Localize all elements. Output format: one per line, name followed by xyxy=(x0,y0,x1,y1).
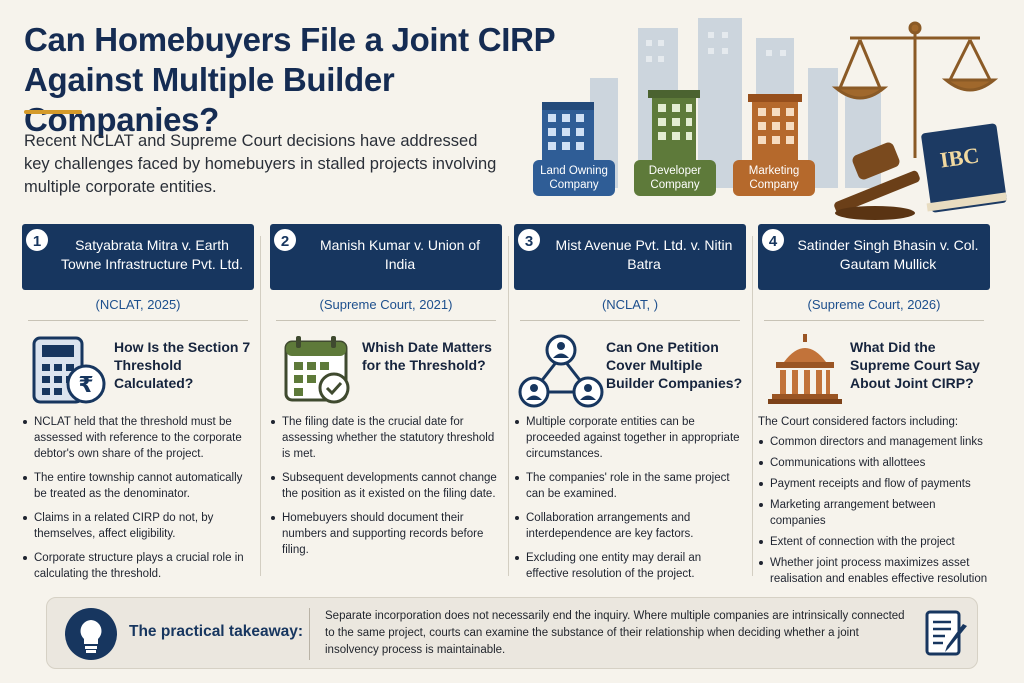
ibc-book-label: IBC xyxy=(938,142,981,173)
case-points: Multiple corporate entities can be proce… xyxy=(514,414,746,590)
network-people-icon xyxy=(518,334,604,408)
list-item: Common directors and management links xyxy=(758,434,990,450)
case-citation: (NCLAT, ) xyxy=(601,297,659,312)
case-column-1: 1 Satyabrata Mitra v. Earth Towne Infras… xyxy=(22,224,254,584)
list-item: Communications with allottees xyxy=(758,455,990,471)
case-column-4: 4 Satinder Singh Bhasin v. Col. Gautam M… xyxy=(758,224,990,585)
list-item: Whether joint process maximizes asset re… xyxy=(758,555,990,587)
list-item: Multiple corporate entities can be proce… xyxy=(514,414,746,462)
list-item: Claims in a related CIRP do not, by them… xyxy=(22,510,254,542)
list-item: The entire township cannot automatically… xyxy=(22,470,254,502)
case-points: Common directors and management links Co… xyxy=(758,434,990,592)
case-header: 2 Manish Kumar v. Union of India xyxy=(270,224,502,290)
list-item: Collaboration arrangements and interdepe… xyxy=(514,510,746,542)
case-points: NCLAT held that the threshold must be as… xyxy=(22,414,254,590)
case-number-badge: 1 xyxy=(24,227,50,253)
case-citation: (Supreme Court, 2026) xyxy=(807,297,941,312)
takeaway-banner: The practical takeaway: Separate incorpo… xyxy=(46,597,978,669)
column-divider xyxy=(260,236,261,576)
title-underline xyxy=(24,110,82,114)
case-points: The filing date is the crucial date for … xyxy=(270,414,502,566)
land-owning-company-label: Land Owning Company xyxy=(533,160,615,196)
list-item: Extent of connection with the project xyxy=(758,534,990,550)
case-column-2: 2 Manish Kumar v. Union of India (Suprem… xyxy=(270,224,502,584)
lightbulb-icon xyxy=(65,608,117,660)
divider-line xyxy=(28,320,248,321)
case-header: 1 Satyabrata Mitra v. Earth Towne Infras… xyxy=(22,224,254,290)
case-number-badge: 2 xyxy=(272,227,298,253)
takeaway-label: The practical takeaway: xyxy=(129,623,304,640)
divider-line xyxy=(520,320,740,321)
gavel-icon xyxy=(834,142,920,220)
calendar-check-icon xyxy=(284,336,350,404)
case-question: Can One Petition Cover Multiple Builder … xyxy=(606,339,743,391)
supreme-court-building-icon xyxy=(768,334,842,404)
list-item: The filing date is the crucial date for … xyxy=(270,414,502,462)
case-column-3: 3 Mist Avenue Pvt. Ltd. v. Nitin Batra (… xyxy=(514,224,746,584)
document-pen-icon xyxy=(925,610,967,656)
case-name: Manish Kumar v. Union of India xyxy=(319,237,481,272)
case-header: 4 Satinder Singh Bhasin v. Col. Gautam M… xyxy=(758,224,990,290)
takeaway-separator xyxy=(309,608,310,660)
case-citation: (Supreme Court, 2021) xyxy=(319,297,453,312)
case-name: Satinder Singh Bhasin v. Col. Gautam Mul… xyxy=(797,237,979,272)
case-number-badge: 4 xyxy=(760,227,786,253)
divider-line xyxy=(764,320,984,321)
list-item: NCLAT held that the threshold must be as… xyxy=(22,414,254,462)
calculator-rupee-icon: ₹ xyxy=(32,336,106,404)
list-item: Marketing arrangement between companies xyxy=(758,497,990,529)
case-intro-line: The Court considered factors including: xyxy=(758,416,959,428)
list-item: Payment receipts and flow of payments xyxy=(758,476,990,492)
case-header: 3 Mist Avenue Pvt. Ltd. v. Nitin Batra xyxy=(514,224,746,290)
marketing-building-icon xyxy=(748,94,802,160)
case-question: How Is the Section 7 Threshold Calculate… xyxy=(114,339,251,391)
ibc-book-icon xyxy=(921,123,1007,213)
scales-of-justice-icon xyxy=(831,21,999,158)
case-name: Satyabrata Mitra v. Earth Towne Infrastr… xyxy=(60,237,244,272)
hero-illustration xyxy=(542,18,1007,220)
case-citation: (NCLAT, 2025) xyxy=(95,297,181,312)
column-divider xyxy=(752,236,753,576)
list-item: Subsequent developments cannot change th… xyxy=(270,470,502,502)
page-title: Can Homebuyers File a Joint CIRP Against… xyxy=(24,21,555,138)
case-number-badge: 3 xyxy=(516,227,542,253)
list-item: Excluding one entity may derail an effec… xyxy=(514,550,746,582)
divider-line xyxy=(276,320,496,321)
case-name: Mist Avenue Pvt. Ltd. v. Nitin Batra xyxy=(555,237,733,272)
list-item: Homebuyers should document their numbers… xyxy=(270,510,502,558)
marketing-company-label: Marketing Company xyxy=(733,160,815,196)
developer-building-icon xyxy=(648,90,700,160)
svg-text:₹: ₹ xyxy=(78,373,93,398)
case-question: What Did the Supreme Court Say About Joi… xyxy=(850,339,980,391)
list-item: Corporate structure plays a crucial role… xyxy=(22,550,254,582)
takeaway-text: Separate incorporation does not necessar… xyxy=(325,610,905,656)
list-item: The companies' role in the same project … xyxy=(514,470,746,502)
column-divider xyxy=(508,236,509,576)
developer-company-label: Developer Company xyxy=(634,160,716,196)
case-question: Whish Date Matters for the Threshold? xyxy=(362,339,492,373)
land-building-icon xyxy=(542,102,594,160)
intro-text: Recent NCLAT and Supreme Court decisions… xyxy=(24,132,497,196)
